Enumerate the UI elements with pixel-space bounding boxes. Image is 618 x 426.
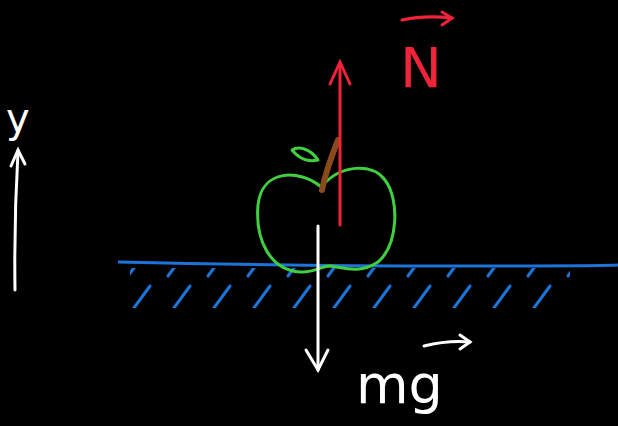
- ground-hatching: [130, 268, 570, 308]
- force-label: mg: [356, 358, 443, 412]
- axis-arrow: [11, 150, 25, 290]
- vector-arrow: [402, 12, 452, 25]
- force-label: N: [400, 40, 442, 96]
- ground-line: [118, 262, 618, 266]
- vector-arrow: [424, 335, 470, 349]
- weight-arrow: [306, 226, 328, 370]
- normal-force-arrow: [330, 62, 350, 225]
- axis-label: y: [6, 98, 30, 138]
- apple: [258, 140, 395, 272]
